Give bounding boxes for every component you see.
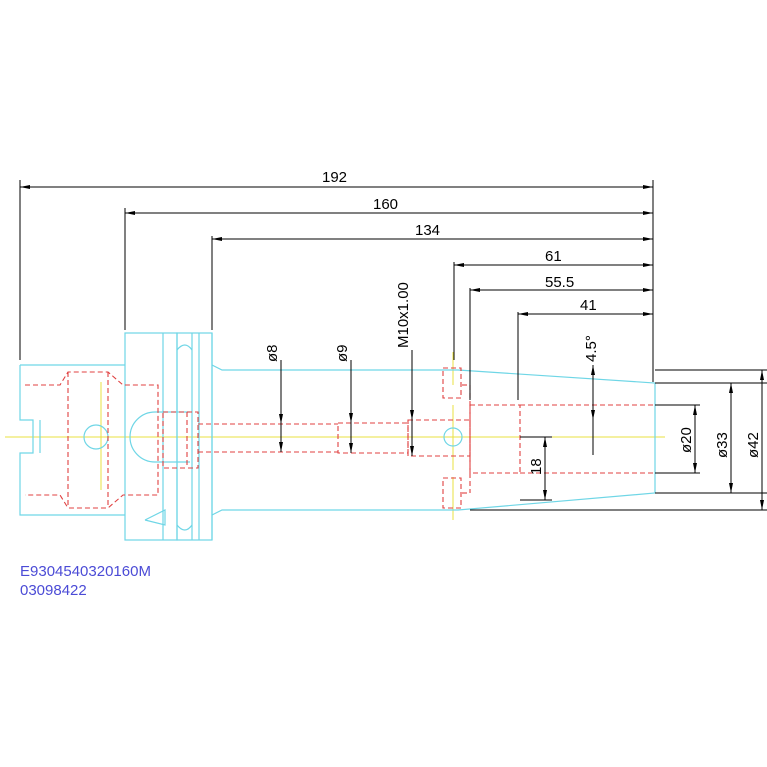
dia-42-label: ø42 (745, 432, 762, 458)
part-code-line1: E9304540320160M (20, 563, 151, 580)
center-lines (5, 352, 665, 520)
dim-55-5-label: 55.5 (545, 274, 574, 291)
dim-192-label: 192 (322, 169, 347, 186)
holder-body-outline (19, 332, 656, 541)
dim-61-label: 61 (545, 248, 562, 265)
dimension-lines (19, 180, 767, 511)
taper-angle-label: 4.5° (583, 335, 600, 362)
thread-label: M10x1.00 (395, 282, 412, 348)
dia-20-label: ø20 (678, 427, 695, 453)
dim-134-label: 134 (415, 222, 440, 239)
dia-33-label: ø33 (714, 432, 731, 458)
dim-41-label: 41 (580, 297, 597, 314)
part-code: E9304540320160M 03098422 (20, 563, 151, 599)
dim-160-label: 160 (373, 196, 398, 213)
part-code-line2: 03098422 (20, 582, 87, 599)
dia-9-label: ø9 (334, 344, 351, 362)
dia-8-label: ø8 (264, 344, 281, 362)
hidden-features (25, 367, 655, 509)
depth-18-label: 18 (528, 458, 545, 475)
dimension-labels: 192 160 134 61 55.5 41 4.5° ø8 ø9 M10x1.… (264, 169, 762, 475)
